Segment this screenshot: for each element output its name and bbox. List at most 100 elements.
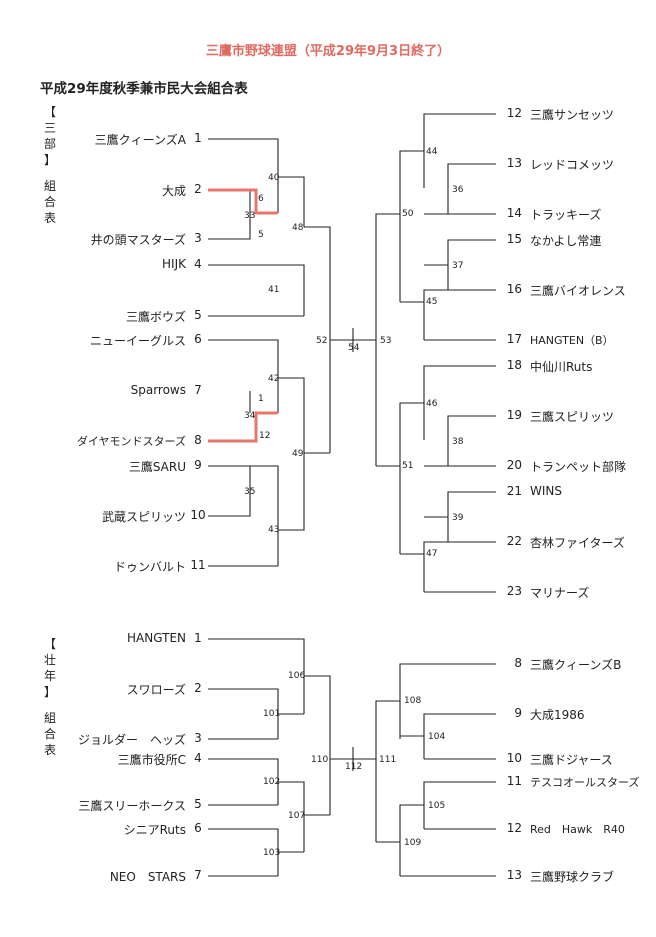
match-number: 103: [263, 848, 280, 858]
division1-team-name: ダイヤモンドスターズ: [76, 435, 186, 448]
division2-team-number: 13: [506, 868, 522, 882]
bracket-line: [278, 781, 305, 852]
division1-team-number: 12: [506, 106, 522, 120]
bracket-line: [208, 638, 305, 714]
bracket-line: [375, 700, 400, 842]
division2-team-number: 6: [194, 821, 202, 835]
bracket-line: [447, 239, 496, 290]
bracket-line: [208, 688, 279, 739]
division1-label: 【三部】組合表: [43, 105, 56, 225]
division1-team-name: 三鷹スピリッツ: [530, 410, 615, 424]
division1-team-name: 三鷹クィーンズA: [94, 133, 186, 147]
match-number: 104: [428, 732, 445, 742]
bracket-line: [208, 758, 279, 805]
match-number: 102: [263, 777, 280, 787]
division2-team-number: 5: [194, 797, 202, 811]
match-number: 34: [244, 411, 256, 421]
division2-team-name: ジョルダー ヘッズ: [77, 733, 186, 747]
bracket-line: [208, 138, 279, 177]
division1-team-number: 21: [506, 484, 522, 498]
division2-team-name: HANGTEN: [127, 631, 186, 645]
match-number: 41: [268, 285, 279, 295]
bracket-line: [304, 675, 331, 815]
division1-team-name: トラッキーズ: [530, 208, 602, 222]
division1-team-number: 14: [506, 206, 522, 220]
division1-team-name: HIJK: [162, 257, 186, 271]
winner-line: [208, 411, 278, 443]
match-number: 50: [402, 209, 414, 219]
division1-team-name: 大成: [161, 184, 186, 198]
match-number: 33: [244, 211, 255, 221]
division2-team-number: 4: [194, 751, 202, 765]
division2-team-number: 2: [194, 681, 202, 695]
division1-team-number: 19: [506, 408, 522, 422]
bracket-line: [399, 663, 496, 739]
division2-team-number: 11: [506, 774, 522, 788]
match-number: 35: [244, 487, 255, 497]
division2-team-number: 10: [506, 751, 522, 765]
division2-label: 【壮年】組合表: [43, 637, 56, 757]
division1-team-name: 杏林ファイターズ: [530, 536, 625, 550]
division1-team-number: 8: [194, 433, 202, 447]
division2-team-name: Red Hawk R40: [530, 823, 625, 836]
bracket-line: [208, 213, 251, 240]
division1-team-name: 三鷹ボウズ: [125, 310, 186, 324]
bracket-line: [208, 264, 305, 316]
division1-team-number: 20: [506, 458, 522, 472]
division2-team-name: 大成1986: [530, 708, 585, 722]
division1-team-number: 16: [506, 282, 522, 296]
division2-team-number: 12: [506, 821, 522, 835]
division1-team-name: 三鷹バイオレンス: [530, 284, 626, 298]
division1-team-name: レッドコメッツ: [530, 158, 615, 172]
match-number: 37: [452, 261, 463, 271]
match-number: 39: [452, 513, 464, 523]
division1-team-name: 三鷹サンセッツ: [530, 108, 615, 122]
match-number: 43: [268, 525, 279, 535]
score-label: 5: [258, 230, 264, 240]
bracket-line: [423, 365, 496, 440]
bracket-line: [423, 781, 496, 829]
division1-team-number: 18: [506, 358, 522, 372]
division1-team-number: 13: [506, 156, 522, 170]
match-number: 54: [348, 343, 360, 353]
bracket-line: [208, 466, 251, 517]
match-number: 111: [379, 755, 396, 765]
match-number: 105: [428, 801, 445, 811]
page-title: 三鷹市野球連盟（平成29年9月3日終了）: [205, 44, 451, 59]
division2-team-name: テスコオールスターズ: [530, 776, 640, 789]
bracket-line: [447, 491, 496, 542]
match-number: 47: [426, 549, 437, 559]
division1-team-name: 中仙川Ruts: [530, 360, 593, 374]
division1-team-number: 3: [194, 231, 202, 245]
bracket-line: [447, 415, 496, 466]
division1-team-name: ドゥンバルト: [113, 560, 186, 574]
bracket-line: [278, 453, 305, 531]
bracket-line: [423, 713, 496, 759]
match-number: 40: [268, 173, 280, 183]
division1-team-name: なかよし常連: [530, 234, 602, 248]
division2-team-name: 三鷹野球クラブ: [530, 870, 615, 884]
division1-team-number: 9: [194, 458, 202, 472]
division1-team-number: 11: [190, 558, 206, 572]
division2-team-number: 7: [194, 868, 202, 882]
division1-team-name: 三鷹SARU: [128, 460, 186, 474]
division1-team-number: 23: [506, 584, 522, 598]
division1-team-name: 武蔵スピリッツ: [101, 510, 186, 524]
bracket-line: [399, 804, 424, 876]
division1-team-name: Sparrows: [130, 383, 186, 397]
division1-team-number: 5: [194, 308, 202, 322]
match-number: 109: [404, 838, 421, 848]
bracket-line: [208, 828, 279, 876]
division1-team-number: 15: [506, 232, 522, 246]
match-number: 46: [426, 399, 438, 409]
division1-team-name: トランペット部隊: [530, 460, 627, 474]
bracket-line: [278, 377, 305, 453]
score-label: 1: [258, 394, 264, 404]
bracket-line: [399, 150, 424, 302]
bracket-line: [423, 541, 496, 592]
bracket-line: [208, 465, 279, 516]
match-number: 53: [380, 336, 391, 346]
division1-team-number: 17: [506, 332, 522, 346]
division1-team-number: 7: [194, 383, 202, 397]
match-number: 48: [292, 223, 304, 233]
